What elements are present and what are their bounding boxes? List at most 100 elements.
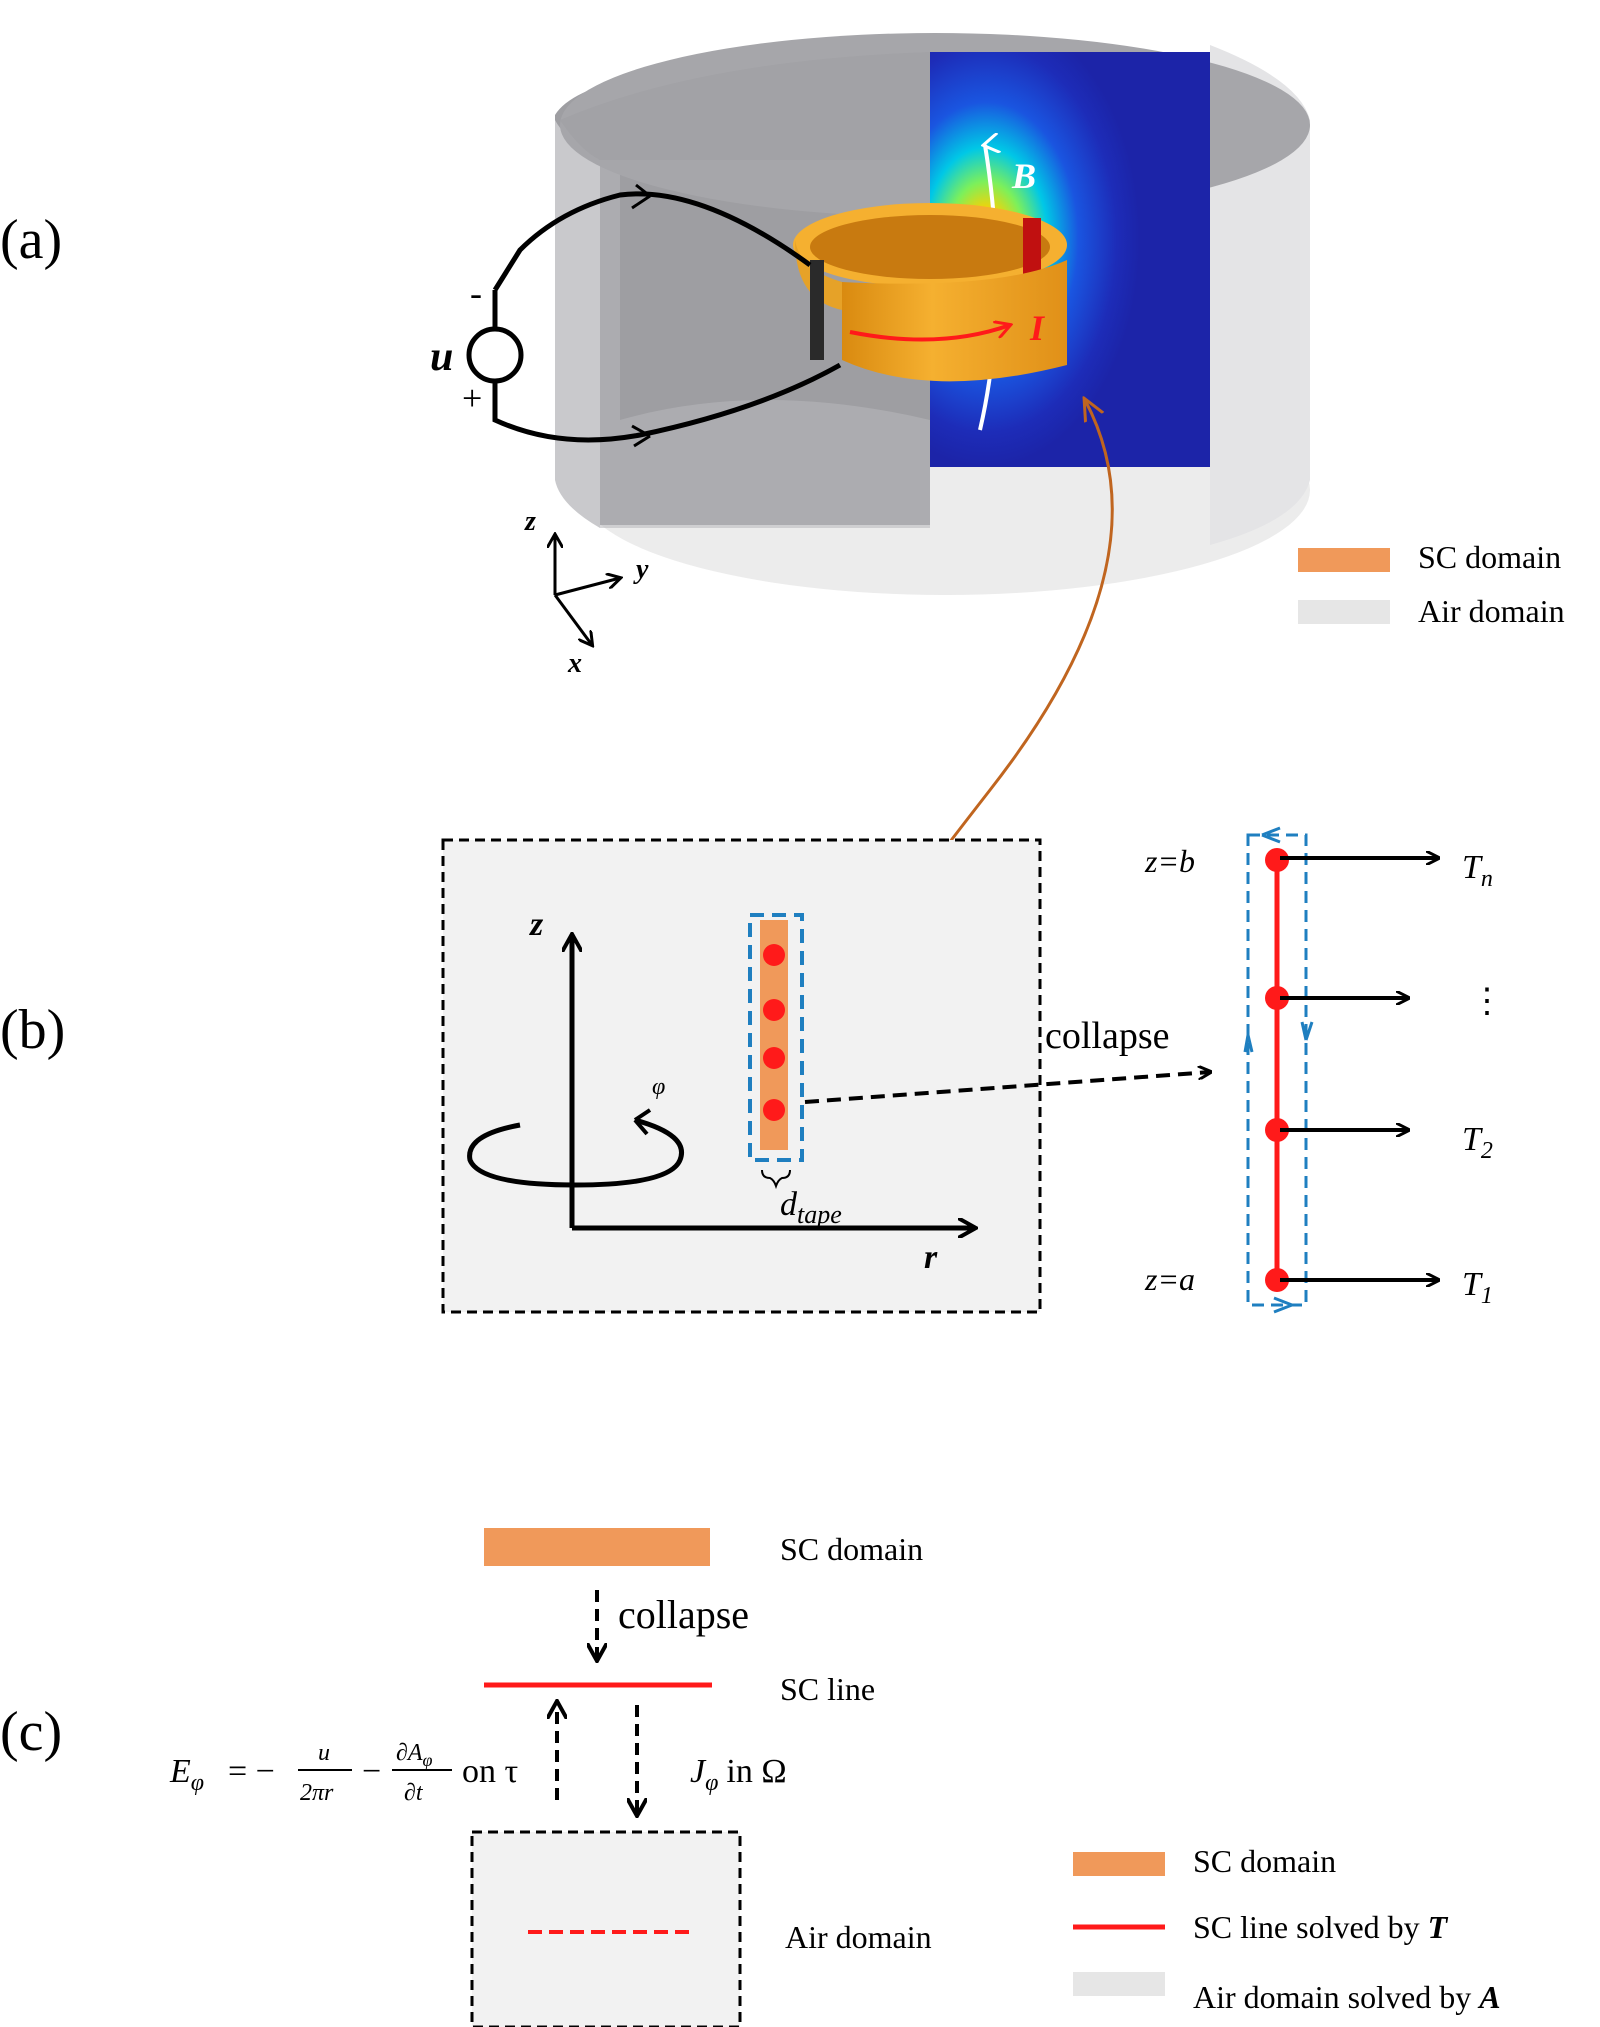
- sc-domain-bar: [484, 1528, 710, 1566]
- cylinder-outer-left: [555, 120, 600, 528]
- rotation-arrowhead: [633, 1108, 652, 1136]
- current-dot: [763, 1099, 785, 1121]
- ellipsis-dots: ⋮: [1470, 983, 1504, 1020]
- eq-frac2-den: ∂t: [404, 1780, 424, 1806]
- t-1-label: T1: [1462, 1266, 1493, 1309]
- t-2-sub: 2: [1481, 1138, 1493, 1164]
- eq-frac2-num-sub: φ: [423, 1750, 433, 1770]
- axis-x-arrow: [553, 594, 592, 645]
- eq-lhs-sub: φ: [191, 1770, 204, 1796]
- d-sub: tape: [797, 1200, 842, 1229]
- cylinder-top-shade: [560, 52, 930, 160]
- terminal-bar: [810, 260, 824, 360]
- eq-lhs: Eφ: [169, 1753, 204, 1796]
- axis-x-label: x: [567, 648, 582, 679]
- d-tape-label: dtape: [780, 1186, 842, 1229]
- t-n-label: Tn: [1462, 849, 1493, 892]
- wire-top: [492, 191, 812, 292]
- node-dot: [1265, 848, 1289, 872]
- air-domain-label: Air domain: [785, 1919, 932, 1955]
- eq2-lhs-sub: φ: [705, 1770, 718, 1796]
- wire-bottom: [492, 362, 842, 443]
- t-2-label: T2: [1462, 1121, 1493, 1164]
- eq-frac1-num: u: [318, 1740, 330, 1766]
- t-2-main: T: [1462, 1121, 1483, 1158]
- legend-c-air-swatch: [1073, 1972, 1165, 1996]
- z-top-label: z=b: [1144, 843, 1195, 879]
- minus-sign: -: [470, 273, 482, 313]
- node-dot: [1265, 986, 1289, 1010]
- ring-inner: [810, 215, 1050, 279]
- z-bottom-label: z=a: [1144, 1261, 1195, 1297]
- legend-c-line-text: SC line solved by: [1193, 1909, 1428, 1945]
- boundary-arrow-up: [1300, 1021, 1314, 1041]
- current-label: I: [1029, 308, 1046, 348]
- circuit: [466, 183, 842, 448]
- panel-a: (a) B I: [0, 33, 1565, 679]
- coupling-equation: Jφ in Ω: [690, 1753, 787, 1796]
- current-dot: [763, 1047, 785, 1069]
- eq-suffix: on τ: [462, 1753, 518, 1790]
- phi-label: φ: [652, 1074, 665, 1100]
- legend-c-air-label: Air domain solved by A: [1193, 1979, 1501, 2015]
- boundary-arrow-left: [1261, 826, 1281, 844]
- legend-c-air-symbol: A: [1477, 1979, 1500, 2015]
- line-boundary: [1246, 833, 1308, 1307]
- legend-c: SC domain SC line solved by T Air domain…: [1073, 1843, 1501, 2015]
- collapse-arrow: [804, 1072, 1210, 1104]
- boundary-arrow-down: [1243, 1034, 1254, 1053]
- collapse-label: collapse: [1045, 1015, 1170, 1057]
- legend-a: SC domain Air domain: [1298, 539, 1565, 629]
- legend-a-sc-swatch: [1298, 548, 1390, 572]
- eq2-suffix: in Ω: [726, 1753, 786, 1790]
- sc-line-label: SC line: [780, 1671, 875, 1707]
- boundary-equation: Eφ = − u 2πr − ∂Aφ ∂t on τ: [169, 1740, 518, 1806]
- eq-frac2-num: ∂Aφ: [396, 1740, 433, 1770]
- d-main: d: [780, 1186, 798, 1223]
- node-dot: [1265, 1118, 1289, 1142]
- eq-frac1-den: 2πr: [300, 1780, 334, 1806]
- rotation-arc: [467, 1117, 684, 1188]
- eq-frac2-num-main: ∂A: [396, 1740, 423, 1766]
- t-n-sub: n: [1481, 866, 1493, 892]
- legend-c-line-symbol: T: [1428, 1909, 1449, 1945]
- collapse-label-c: collapse: [618, 1592, 749, 1637]
- current-dot: [763, 944, 785, 966]
- current-arrow: [849, 325, 1010, 342]
- axisymmetric-domain-box: [441, 838, 1042, 1314]
- panel-b: (b) z r φ dtape collapse: [0, 826, 1504, 1314]
- boundary-arrow-right: [1273, 1296, 1293, 1314]
- eq2-lhs-main: J: [690, 1753, 707, 1790]
- legend-c-sc-label: SC domain: [1193, 1843, 1336, 1879]
- t-1-sub: 1: [1481, 1283, 1493, 1309]
- wire-top-arrowhead: [631, 183, 651, 210]
- wire-bottom-arrowhead: [631, 424, 651, 448]
- axes-triad: [555, 535, 620, 645]
- legend-c-line-label: SC line solved by T: [1193, 1909, 1449, 1945]
- eq-equals: = −: [228, 1753, 275, 1790]
- sc-ring: I: [793, 203, 1067, 382]
- current-dot: [763, 999, 785, 1021]
- axis-r-label: r: [924, 1239, 938, 1276]
- node-dots: [1265, 848, 1289, 1292]
- panel-c: (c) SC domain collapse SC line Eφ = − u …: [0, 1528, 1501, 2027]
- panel-b-axes: [467, 935, 975, 1228]
- plus-sign: +: [462, 378, 482, 418]
- eq-minus: −: [362, 1753, 381, 1790]
- t-vector-arrows: [1280, 858, 1438, 1280]
- axis-z-label: z: [529, 906, 544, 943]
- panel-b-label: (b): [0, 999, 65, 1061]
- tape-boundary: [748, 913, 804, 1162]
- node-dot: [1265, 1268, 1289, 1292]
- legend-a-air-swatch: [1298, 600, 1390, 624]
- voltage-symbol: u: [430, 334, 453, 380]
- axis-y-arrow: [554, 578, 620, 597]
- legend-c-sc-swatch: [1073, 1852, 1165, 1876]
- sc-domain-label: SC domain: [780, 1531, 923, 1567]
- voltage-source-icon: [466, 326, 524, 384]
- t-1-main: T: [1462, 1266, 1483, 1303]
- legend-a-air-label: Air domain: [1418, 593, 1565, 629]
- t-n-main: T: [1462, 849, 1483, 886]
